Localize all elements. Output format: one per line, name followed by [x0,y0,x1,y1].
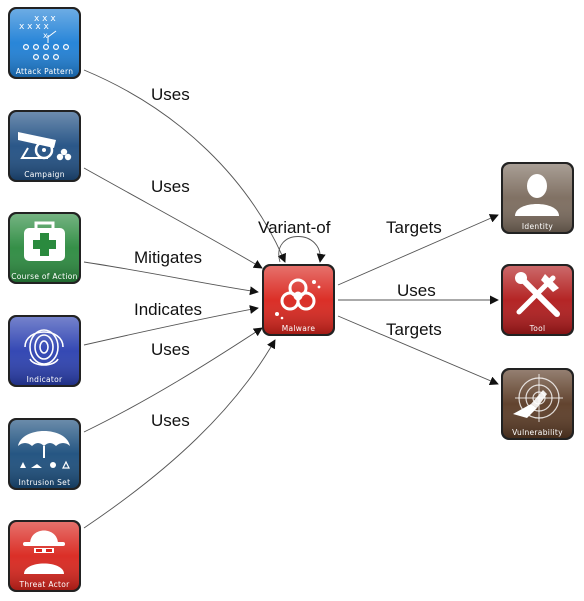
identity-label: Identity [522,222,553,231]
attack-pattern-label: Attack Pattern [16,67,74,76]
edge-campaign-uses[interactable] [83,167,263,269]
campaign-label: Campaign [24,170,65,179]
edge-label-malware-targets-identity: Targets [386,218,442,237]
edge-label-threat-actor-uses: Uses [151,411,190,430]
target-cracked-icon [513,374,563,422]
edge-label-intrusion-set-uses: Uses [151,340,190,359]
course-of-action-label: Course of Action [11,272,77,281]
edge-labels: Uses Uses Mitigates Indicates Uses Uses … [134,85,442,430]
edge-label-malware-variant-of: Variant-of [258,218,331,237]
malware-label: Malware [282,324,316,333]
edge-course-of-action-mitigates[interactable] [83,261,259,296]
edge-label-campaign-uses: Uses [151,177,190,196]
node-intrusion-set[interactable]: Intrusion Set [8,418,81,490]
biohazard-icon [280,278,316,311]
svg-text:x: x [43,31,48,40]
node-tool[interactable]: Tool [501,264,574,336]
svg-text:x x x x: x x x x [19,22,50,32]
edge-label-course-of-action-mitigates: Mitigates [134,248,202,267]
edge-indicator-indicates[interactable] [83,305,259,346]
first-aid-kit-icon [24,221,65,261]
threat-actor-label: Threat Actor [18,580,70,589]
edge-label-indicator-indicates: Indicates [134,300,202,319]
edge-malware-variant-of[interactable] [278,236,326,263]
node-malware[interactable]: Malware [262,264,335,336]
edge-malware-targets-identity[interactable] [337,214,499,286]
splatter-icon [275,280,321,320]
node-indicator[interactable]: Indicator [8,315,81,387]
edge-malware-targets-vulnerability[interactable] [337,315,499,385]
tool-label: Tool [529,324,546,333]
edge-label-malware-uses-tool: Uses [397,281,436,300]
edge-threat-actor-uses[interactable] [83,339,276,529]
cannon-icon [18,132,72,161]
node-campaign[interactable]: Campaign [8,110,81,182]
edge-intrusion-set-uses[interactable] [83,327,263,433]
intrusion-set-label: Intrusion Set [19,478,71,487]
edge-attack-pattern-uses[interactable] [83,69,286,263]
fingerprint-icon [24,329,64,366]
hooded-figure-icon [23,530,65,574]
node-threat-actor[interactable]: Threat Actor [8,520,81,592]
umbrella-icon [18,431,70,469]
edge-label-attack-pattern-uses: Uses [151,85,190,104]
svg-text:x x x: x x x [34,14,56,24]
node-course-of-action[interactable]: Course of Action [8,212,81,284]
play-diagram-icon: x x x x x x x x [19,14,69,60]
person-silhouette-icon [515,174,559,216]
edges [83,69,499,529]
crossed-tools-icon [515,272,560,317]
node-attack-pattern[interactable]: x x x x x x x x Attack Pattern [8,7,81,79]
node-identity[interactable]: Identity [501,162,574,234]
indicator-label: Indicator [27,375,63,384]
edge-label-malware-targets-vulnerability: Targets [386,320,442,339]
vulnerability-label: Vulnerability [512,428,563,437]
node-vulnerability[interactable]: Vulnerability [501,368,574,440]
